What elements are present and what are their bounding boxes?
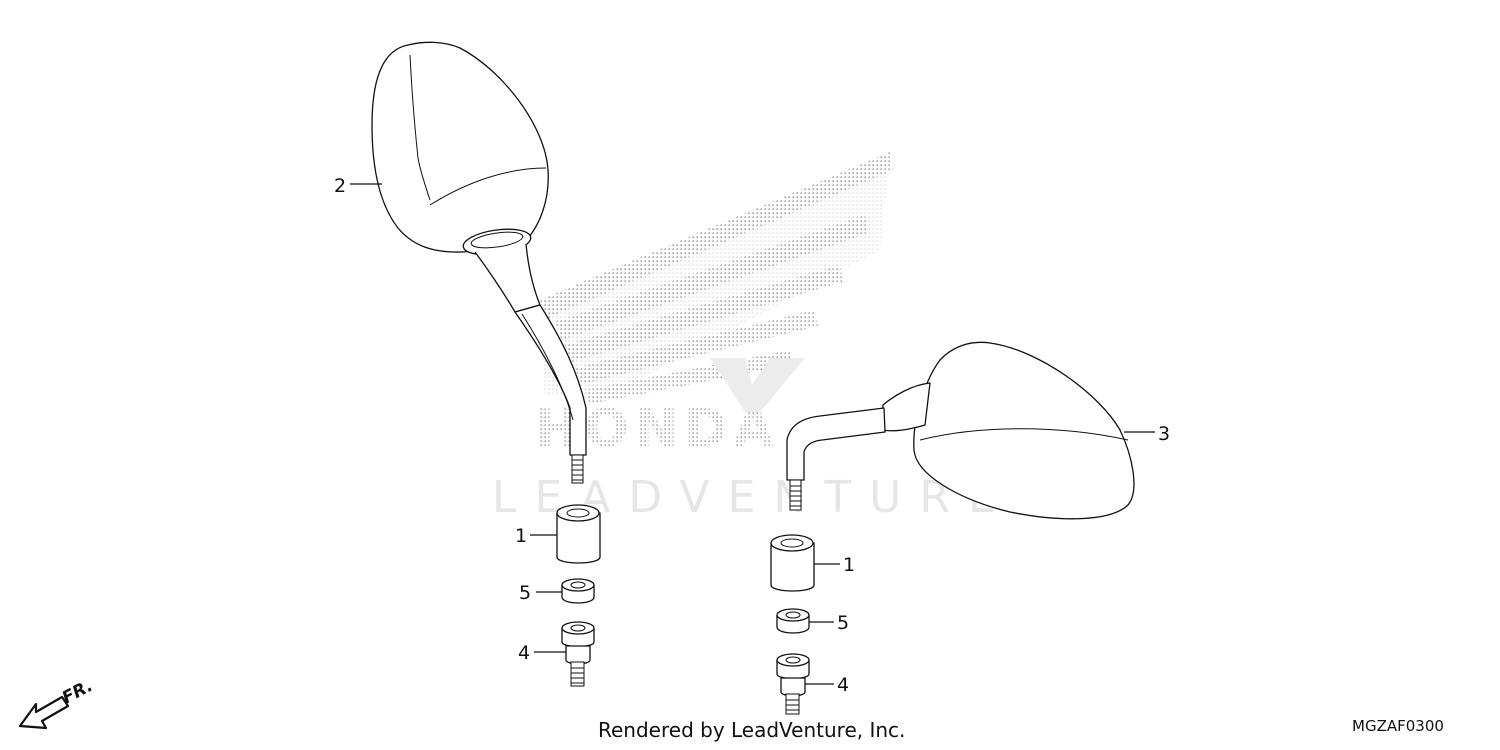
callout-1-left: 1 (515, 525, 527, 547)
right-bolt (776, 653, 810, 715)
callout-5-left: 5 (519, 582, 531, 604)
callout-2: 2 (334, 175, 346, 197)
left-cover-sleeve (556, 504, 601, 564)
callout-3: 3 (1158, 423, 1170, 445)
right-nut (776, 608, 810, 634)
rendered-by-credit: Rendered by LeadVenture, Inc. (598, 718, 906, 742)
callout-1-right: 1 (843, 554, 855, 576)
left-nut (561, 578, 595, 604)
callout-5-right: 5 (837, 612, 849, 634)
right-mirror (786, 341, 1135, 520)
left-bolt (561, 621, 595, 687)
left-mirror (371, 41, 587, 484)
front-direction-arrow: FR. (18, 676, 96, 730)
right-mirror-thread (789, 479, 802, 511)
callout-4-right: 4 (837, 674, 849, 696)
left-mirror-thread (571, 454, 584, 484)
right-cover-sleeve (770, 534, 815, 592)
callout-4-left: 4 (518, 642, 530, 664)
callout-leaders (350, 183, 1155, 685)
diagram-code: MGZAF0300 (1352, 717, 1444, 735)
